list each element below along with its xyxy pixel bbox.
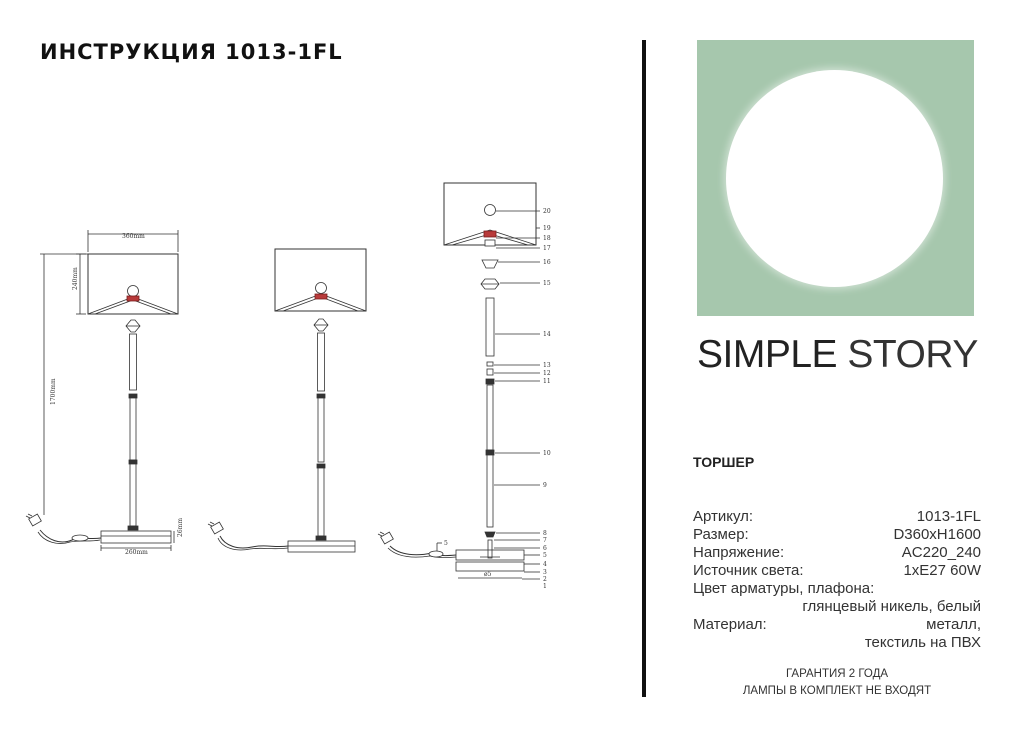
lamp-drawings: 360mm 240mm 1700mm 260mm 26mm [25,182,551,590]
switch-label: 5 [444,540,448,547]
dim-total-height-label: 1700mm [50,378,57,405]
part-label: 8 [543,530,547,537]
lamp-plain-view [207,248,367,553]
part-label: 12 [543,370,551,377]
spec-value: AC220_240 [901,544,981,561]
part-label: 18 [543,235,551,242]
spec-value: 1xE27 60W [903,562,981,579]
part-label: 4 [543,561,547,568]
part-label: 9 [543,482,547,489]
part-label: 6 [543,545,547,552]
product-type: ТОРШЕР [693,454,755,470]
part-label: 5 [543,552,547,559]
spec-value: D360xH1600 [893,526,981,543]
part-label: 3 [543,569,547,576]
page-title: ИНСТРУКЦИЯ 1013-1FL [40,40,343,64]
spec-label: Источник света: [693,562,804,579]
lamps-note: ЛАМПЫ В КОМПЛЕКТ НЕ ВХОДЯТ [742,685,932,697]
dim-base-height-label: 26mm [177,518,184,537]
part-label: 2 [543,576,547,583]
brand-logo-panel [697,40,974,316]
spec-label: Артикул: [693,508,754,525]
part-label: 20 [543,208,551,215]
part-label: 7 [543,537,547,544]
spec-label: Напряжение: [693,544,785,561]
part-label: 16 [543,259,551,266]
warranty-note: ГАРАНТИЯ 2 ГОДА [785,668,889,680]
dim-width-label: 360mm [122,233,145,240]
part-label: 17 [543,245,551,252]
part-number-labels: 20 19 18 17 16 15 14 13 12 11 10 9 8 7 6… [444,208,551,590]
part-label: 19 [543,225,551,232]
spec-label: Цвет арматуры, плафона: [693,580,875,597]
spec-value: 1013-1FL [916,508,981,525]
spec-label: Материал: [693,616,767,633]
part-label: 10 [543,450,551,457]
moon-circle-icon [726,70,943,287]
vertical-divider [642,40,646,697]
spec-material-value-2: текстиль на ПВХ [864,634,981,651]
brand-name-story: STORY [847,333,978,376]
part-label: 14 [543,331,551,338]
spec-label: Размер: [693,526,749,543]
dim-shade-height-label: 240mm [72,267,79,290]
lamp-dimensioned-view [25,230,179,551]
lamp-exploded-view [377,182,540,580]
part-label: 15 [543,280,551,287]
spec-color-value: глянцевый никель, белый [802,598,981,615]
brand-name-simple: SIMPLE [697,333,838,376]
brand-name: SIMPLE STORY [697,333,978,377]
part-label: 1 [543,583,547,590]
base-diameter-label: ø5 [484,571,492,578]
part-label: 13 [543,362,551,369]
dim-base-label: 260mm [125,549,148,556]
part-label: 11 [543,378,551,385]
spec-value: металл, [926,616,981,633]
